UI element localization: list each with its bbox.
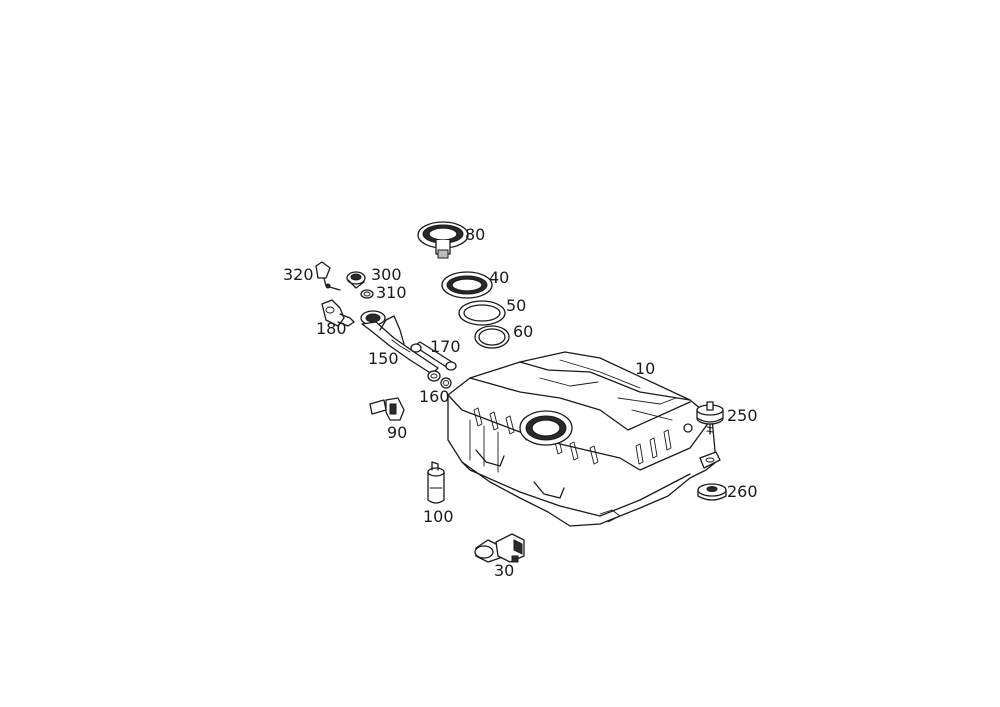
vent-hose-part: [410, 341, 457, 371]
rubber-buffer-part: [697, 483, 727, 501]
label-part-160: 160: [419, 387, 450, 406]
label-part-10: 10: [635, 359, 655, 378]
pump-connector-part: [474, 533, 525, 563]
label-part-260: 260: [727, 482, 758, 501]
filler-seal-part: [360, 289, 374, 299]
lock-ring-part: [441, 271, 493, 299]
label-part-310: 310: [376, 283, 407, 302]
fuel-filter-part: [427, 461, 445, 504]
mount-bolt-part: [696, 401, 724, 435]
label-part-300: 300: [371, 265, 402, 284]
label-part-40: 40: [489, 268, 509, 287]
label-part-30: 30: [494, 561, 514, 580]
label-part-250: 250: [727, 406, 758, 425]
filler-cap-part: [346, 271, 366, 289]
valve-connector-part: [369, 397, 405, 421]
label-part-60: 60: [513, 322, 533, 341]
label-part-320: 320: [283, 265, 314, 284]
seal-ring-part: [458, 300, 506, 326]
label-part-50: 50: [506, 296, 526, 315]
fuel-cap-tether-part: [315, 261, 341, 291]
filler-neck-fitting-part: [321, 299, 355, 327]
label-part-80: 80: [465, 225, 485, 244]
label-part-170: 170: [430, 337, 461, 356]
label-part-150: 150: [368, 349, 399, 368]
label-part-180: 180: [316, 319, 347, 338]
fuel-tank-part: [447, 351, 721, 527]
label-part-100: 100: [423, 507, 454, 526]
label-part-90: 90: [387, 423, 407, 442]
filler-pipe-part: [360, 310, 441, 382]
clamp-ring-part: [440, 377, 452, 389]
fuel-sender-flange-part: [417, 221, 469, 259]
o-ring-part: [474, 325, 510, 349]
